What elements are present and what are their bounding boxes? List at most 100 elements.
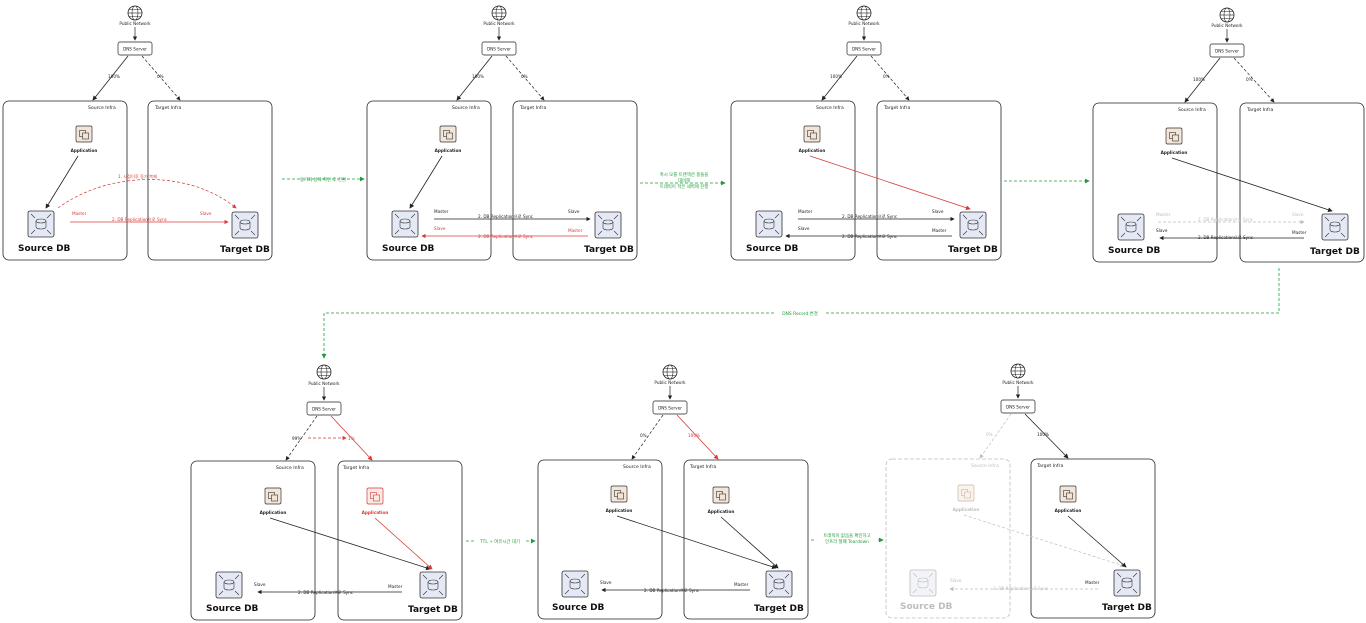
dns-left-percent: 0% [640, 433, 647, 438]
source-infra-box [885, 458, 1011, 619]
stage-1: Public Network DNS Server 100% 0% Source… [2, 5, 273, 261]
application-label: Application [435, 148, 462, 153]
target-infra-label: Target Infra [1246, 107, 1273, 113]
public-network-label: Public Network [308, 381, 340, 386]
slave-label: Slave [568, 209, 580, 214]
master-label: Master [932, 228, 947, 233]
dns-server-label: DNS Server [1215, 49, 1239, 54]
master-label: Master [1292, 230, 1307, 235]
target-db-icon [419, 571, 447, 599]
public-network-label: Public Network [1002, 380, 1034, 385]
public-network-label: Public Network [848, 21, 880, 26]
source-infra-box [537, 459, 663, 620]
master-label: Master [1156, 212, 1171, 217]
source-db-icon [391, 210, 419, 238]
source-infra-label: Source Infra [971, 463, 999, 469]
source-db-label: Source DB [746, 244, 799, 254]
slave-label: Slave [1156, 228, 1168, 233]
stage-7: Public Network DNS Server 0% 100% Source… [885, 363, 1156, 619]
globe-icon [1010, 363, 1026, 379]
replication-label: 2. DB Replication으로 Sync [112, 217, 168, 222]
transition-6-line-1: 트래픽이 없음을 확인하고 [823, 532, 870, 539]
source-infra-box [2, 100, 128, 261]
source-db-icon [215, 571, 243, 599]
dns-right-percent: 100% [1037, 432, 1049, 437]
source-infra-label: Source Infra [88, 105, 116, 111]
dns-left-percent: 100% [1193, 77, 1205, 82]
source-db-icon [561, 570, 589, 598]
application-icon [264, 487, 282, 505]
target-db-label: Target DB [408, 605, 458, 615]
public-network-label: Public Network [483, 21, 515, 26]
stage-4: Public Network DNS Server 100% 0% Source… [1092, 7, 1365, 263]
source-infra-label: Source Infra [816, 105, 844, 111]
globe-icon [662, 364, 678, 380]
source-infra-label: Source Infra [623, 464, 651, 470]
target-db-icon [1321, 213, 1349, 241]
target-infra-label: Target Infra [1036, 463, 1063, 469]
target-db-icon [765, 570, 793, 598]
target-infra-label: Target Infra [689, 464, 716, 470]
dns-server-box [1209, 43, 1245, 58]
target-db-label: Target DB [1310, 247, 1360, 257]
application-icon [75, 125, 93, 143]
target-infra-label: Target Infra [154, 105, 181, 111]
dns-left-percent: 100% [108, 74, 120, 79]
application-label: Application [260, 510, 287, 515]
dns-right-percent: 0% [157, 74, 164, 79]
globe-icon [127, 5, 143, 21]
transition-6-line-2: 인프라 철폐 Teardown [825, 538, 869, 545]
target-infra-label: Target Infra [883, 105, 910, 111]
dns-server-label: DNS Server [852, 47, 876, 52]
transition-2-line-3: 트래픽이 적은 새벽에 진행 [660, 183, 709, 190]
master-label: Master [388, 584, 403, 589]
slave-label: Slave [932, 209, 944, 214]
application-icon [610, 485, 628, 503]
dns-server-box [1000, 399, 1036, 414]
dns-server-box [117, 41, 153, 56]
replication-label: 2. DB Replication으로 Sync [842, 234, 898, 239]
public-network-label: Public Network [119, 21, 151, 26]
application-icon [439, 125, 457, 143]
target-infra-label: Target Infra [342, 465, 369, 471]
application-label: Application [799, 148, 826, 153]
target-db-icon [959, 211, 987, 239]
replication-label: 2. DB Replication으로 Sync [993, 586, 1049, 591]
transition-5-label: TTL + 여유시간 대기 [479, 538, 520, 545]
stage-5: Public Network DNS Server 99% 1% Source … [190, 364, 463, 621]
application-label: Application [953, 507, 980, 512]
application-label: Application [708, 509, 735, 514]
master-label: Master [434, 209, 449, 214]
dns-right-percent: 0% [521, 74, 528, 79]
stage-6: Public Network DNS Server 0% 100% Source… [537, 364, 809, 620]
target-infra-label: Target Infra [519, 105, 546, 111]
source-db-label: Source DB [1108, 246, 1161, 256]
source-infra-label: Source Infra [276, 465, 304, 471]
application-label: Application [606, 508, 633, 513]
master-label: Master [798, 209, 813, 214]
globe-icon [316, 364, 332, 380]
master-label: Master [568, 228, 583, 233]
dns-server-label: DNS Server [123, 47, 147, 52]
target-db-label: Target DB [1102, 603, 1152, 613]
source-db-label: Source DB [18, 244, 71, 254]
application-icon [366, 487, 384, 505]
application-label: Application [362, 510, 389, 515]
target-db-label: Target DB [584, 245, 634, 255]
target-db-label: Target DB [220, 245, 270, 255]
source-db-icon [27, 210, 55, 238]
public-network-label: Public Network [1211, 23, 1243, 28]
stage-2: Public Network DNS Server 100% 0% Source… [366, 5, 638, 261]
replication-label: 2. DB Replication으로 Sync [478, 214, 534, 219]
slave-label: Slave [200, 211, 212, 216]
target-db-icon [1113, 569, 1141, 597]
public-network-label: Public Network [654, 380, 686, 385]
slave-label: Slave [798, 226, 810, 231]
application-label: Application [71, 148, 98, 153]
source-infra-label: Source Infra [1178, 107, 1206, 113]
target-db-icon [231, 211, 259, 239]
dns-server-box [846, 41, 882, 56]
replication-label: 2. DB Replication으로 Sync [478, 234, 534, 239]
source-db-icon [755, 210, 783, 238]
